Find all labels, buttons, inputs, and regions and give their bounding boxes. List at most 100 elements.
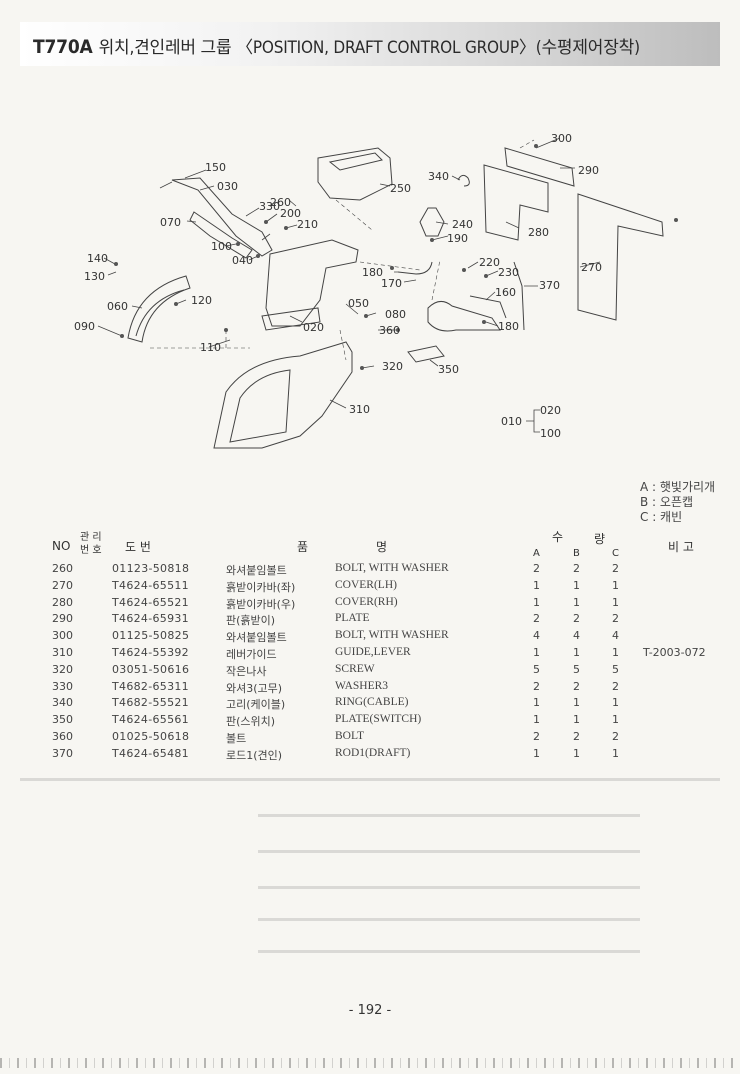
plate-350 bbox=[407, 345, 445, 363]
callout-label: 100 bbox=[540, 427, 561, 440]
qty-a: 1 bbox=[533, 696, 540, 710]
qty-b: 1 bbox=[573, 746, 580, 760]
model-code: T770A bbox=[33, 36, 93, 58]
qty-c: 2 bbox=[612, 562, 619, 575]
part-no: 300 bbox=[52, 629, 73, 643]
qty-b: 2 bbox=[573, 729, 580, 743]
ghost-line bbox=[258, 814, 640, 817]
callout-label: 180 bbox=[362, 266, 383, 279]
boot-240 bbox=[419, 207, 445, 237]
callout-label: 120 bbox=[191, 294, 212, 307]
qty-c: 4 bbox=[612, 629, 619, 643]
english-name: RING(CABLE) bbox=[335, 696, 409, 709]
callout-label: 110 bbox=[200, 341, 221, 354]
header-qty-left: 수 bbox=[552, 530, 564, 544]
callout-label: 350 bbox=[438, 363, 459, 376]
callout-label: 340 bbox=[428, 170, 449, 183]
callout-label: 280 bbox=[528, 226, 549, 239]
callout-label: 020 bbox=[540, 404, 561, 417]
dial-060 bbox=[127, 275, 191, 343]
korean-name: 판(스위치) bbox=[226, 715, 276, 729]
header-qty-right: 량 bbox=[594, 532, 606, 546]
drawing-number: T4624-65561 bbox=[112, 713, 189, 727]
legend-item-b: B : 오픈캡 bbox=[640, 495, 694, 509]
callout-label: 290 bbox=[578, 164, 599, 177]
qty-b: 2 bbox=[573, 562, 580, 575]
qty-c: 1 bbox=[612, 645, 619, 659]
drawing-number: 03051-50616 bbox=[112, 662, 190, 676]
console-250 bbox=[317, 147, 393, 201]
callout-label: 230 bbox=[498, 266, 519, 279]
callout-label: 270 bbox=[581, 261, 602, 274]
english-name: GUIDE,LEVER bbox=[335, 645, 411, 658]
qty-a: 2 bbox=[533, 562, 540, 575]
ghost-line bbox=[258, 918, 640, 921]
plate-290 bbox=[504, 147, 575, 187]
korean-name: 흙받이카바(좌) bbox=[226, 580, 296, 594]
english-name: BOLT, WITH WASHER bbox=[335, 629, 449, 642]
callout-label: 370 bbox=[539, 279, 560, 292]
callout-label: 020 bbox=[303, 321, 324, 334]
callout-label: 250 bbox=[390, 182, 411, 195]
header-no: NO bbox=[52, 539, 71, 553]
korean-name: 고리(케이블) bbox=[226, 698, 286, 712]
korean-name: 레버가이드 bbox=[226, 647, 277, 661]
callout-label: 170 bbox=[381, 277, 402, 290]
header-mgmt-bottom: 번 호 bbox=[80, 545, 102, 556]
callout-label: 220 bbox=[479, 256, 500, 269]
korean-name: 와셔붙임볼트 bbox=[226, 564, 287, 577]
english-name: SCREW bbox=[335, 662, 375, 675]
part-no: 350 bbox=[52, 713, 73, 727]
header-name-right: 명 bbox=[376, 540, 388, 554]
drawing-number: T4624-65521 bbox=[112, 595, 189, 609]
callout-label: 260 bbox=[270, 196, 291, 209]
english-name: PLATE bbox=[335, 612, 370, 625]
group-title: 위치,견인레버 그룹 〈POSITION, DRAFT CONTROL GROU… bbox=[98, 38, 641, 58]
drawing-number: 01125-50825 bbox=[112, 629, 190, 643]
drawing-number: T4624-65511 bbox=[112, 578, 189, 592]
rod-370 bbox=[513, 261, 525, 331]
part-no: 280 bbox=[52, 595, 73, 609]
cover-270 bbox=[577, 193, 664, 321]
qty-c: 1 bbox=[612, 578, 619, 592]
lever-070 bbox=[189, 211, 253, 259]
page-number: - 192 - bbox=[348, 1003, 392, 1018]
english-name: ROD1(DRAFT) bbox=[335, 746, 411, 759]
legend-item-a: A : 햇빛가리개 bbox=[640, 480, 716, 494]
drawing-number: 01123-50818 bbox=[112, 562, 190, 575]
drawing-number: T4624-65481 bbox=[112, 746, 189, 760]
callout-label: 090 bbox=[74, 320, 95, 333]
korean-name: 흙받이카바(우) bbox=[226, 597, 296, 611]
drawing-number: T4624-65931 bbox=[112, 612, 189, 626]
callout-label: 320 bbox=[382, 360, 403, 373]
english-name: BOLT, WITH WASHER bbox=[335, 562, 449, 574]
remarks: T-2003-072 bbox=[643, 645, 706, 659]
header-mgmt-top: 관 리 bbox=[80, 532, 102, 543]
header-drawing: 도 번 bbox=[125, 540, 151, 554]
qty-c: 2 bbox=[612, 729, 619, 743]
callout-label: 150 bbox=[205, 161, 226, 174]
qty-a: 1 bbox=[533, 595, 540, 609]
qty-c: 2 bbox=[612, 679, 619, 693]
header-col-c: C bbox=[612, 548, 619, 559]
qty-b: 1 bbox=[573, 595, 580, 609]
qty-a: 2 bbox=[533, 729, 540, 743]
shaft-assembly bbox=[427, 301, 501, 332]
drawing-number: T4682-65311 bbox=[112, 679, 189, 693]
callout-label: 060 bbox=[107, 300, 128, 313]
qty-c: 1 bbox=[612, 746, 619, 760]
qty-a: 1 bbox=[533, 746, 540, 760]
qty-c: 5 bbox=[612, 662, 619, 676]
callout-label: 240 bbox=[452, 218, 473, 231]
callout-label: 030 bbox=[217, 180, 238, 193]
korean-name: 와셔3(고무) bbox=[226, 681, 283, 695]
qty-c: 1 bbox=[612, 696, 619, 710]
qty-a: 4 bbox=[533, 629, 540, 643]
ghost-line bbox=[258, 950, 640, 953]
qty-a: 1 bbox=[533, 578, 540, 592]
english-name: COVER(RH) bbox=[335, 595, 398, 608]
scan-edge-noise bbox=[0, 1058, 740, 1068]
callout-label: 050 bbox=[348, 297, 369, 310]
